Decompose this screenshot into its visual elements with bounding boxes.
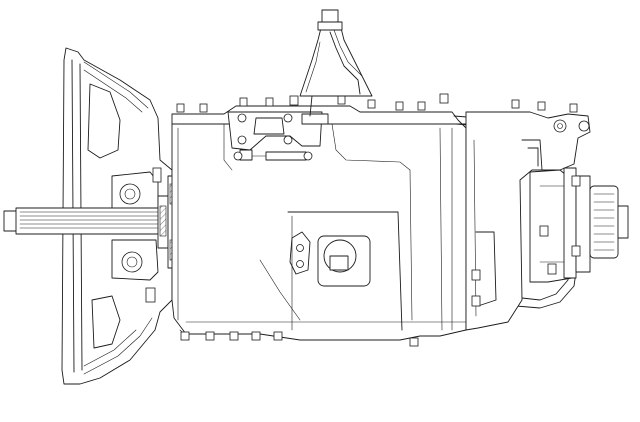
pto-cover bbox=[289, 231, 371, 287]
input-shaft bbox=[3, 207, 163, 235]
shift-cover bbox=[227, 95, 329, 161]
output-flange bbox=[563, 167, 629, 279]
gear-shift-tower bbox=[299, 9, 373, 97]
main-case bbox=[171, 93, 475, 347]
